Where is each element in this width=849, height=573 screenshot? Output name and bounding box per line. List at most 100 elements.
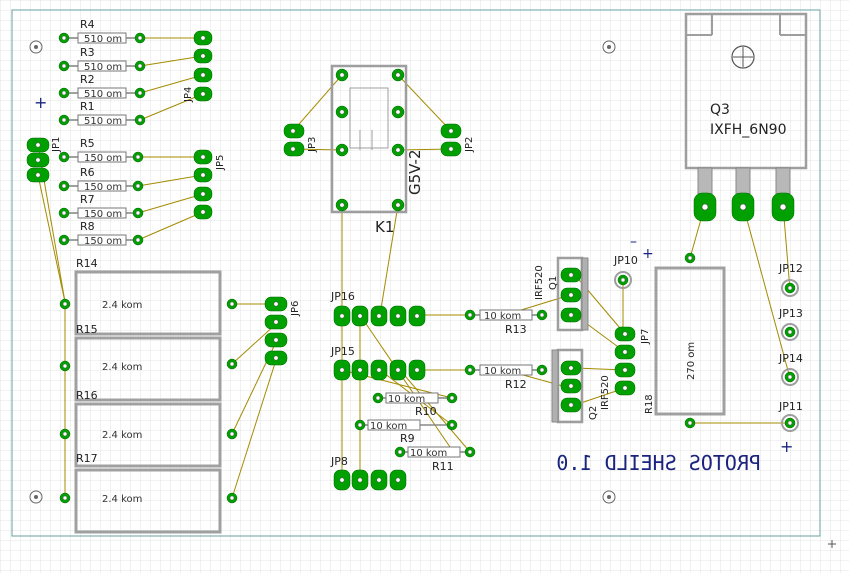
R6-label: R6 [80,166,95,179]
transistor-Q1[interactable]: Q1 IRF520 [534,256,589,332]
Q2-label: Q2 [588,406,599,420]
mounting-hole-bottom-right [602,490,616,504]
Q1-label: Q1 [548,276,559,290]
resistor-R3[interactable]: R3 510 om [58,46,146,73]
resistor-R10[interactable]: 10 kom R10 [372,392,458,418]
JP10-label: JP10 [613,254,638,267]
resistor-R11[interactable]: 10 kom R11 [394,446,476,473]
Q3-label: Q3 [710,102,730,118]
jumper-JP7[interactable]: JP7 [614,326,651,396]
mounting-hole-top-left [29,40,43,54]
Q3-mounting-hole [731,45,755,69]
transistor-Q3[interactable]: Q3 IXFH_6N90 [684,12,808,222]
Q3-type-label: IXFH_6N90 [710,122,787,138]
relay-K1[interactable]: G5V-2 K1 [330,64,424,236]
R3-value: 510 om [84,62,122,73]
R13-label: R13 [505,323,527,336]
R2-label: R2 [80,73,95,86]
JP6-label: JP6 [290,301,301,317]
jumper-JP8[interactable]: JP8 [330,455,407,491]
JP2-label: JP2 [464,137,475,153]
R18-value: 270 om [686,342,697,380]
R12-label: R12 [505,378,527,391]
R14-label: R14 [76,257,98,270]
jumper-JP3[interactable]: JP3 [283,123,318,157]
Q1-type-label: IRF520 [534,265,545,300]
R17-label: R17 [76,452,98,465]
board-outline [11,9,821,537]
R8-value: 150 om [84,236,122,247]
JP13-label: JP13 [778,307,803,320]
R5-value: 150 om [84,153,122,164]
R14-value: 2.4 kom [102,300,142,311]
resistor-R1[interactable]: R1 510 om [58,100,146,127]
R10-label: R10 [415,405,437,418]
resistor-R5[interactable]: R5 150 om [58,137,144,164]
jumper-JP14[interactable]: JP14 [778,352,803,386]
R7-label: R7 [80,193,95,206]
JP15-label: JP15 [330,345,355,358]
jumper-JP5[interactable]: JP5 [193,149,226,220]
JP11-plus-mark: + [780,437,793,456]
JP7-label: JP7 [640,329,651,345]
mounting-hole-top-right [602,40,616,54]
R11-label: R11 [432,460,454,473]
R18-label: R18 [644,394,655,414]
resistor-R9[interactable]: 10 kom R9 [354,419,458,445]
JP11-label: JP11 [778,400,803,413]
resistor-R6[interactable]: R6 150 om [58,166,144,193]
R2-value: 510 om [84,89,122,100]
JP1-plus-mark: + [34,93,47,112]
JP3-label: JP3 [307,137,318,153]
jumper-JP1[interactable]: JP1 + [26,93,62,183]
jumper-JP16[interactable]: JP16 [330,290,426,327]
resistor-R2[interactable]: R2 510 om [58,73,146,100]
board-title-group: PROTOS SHEILD 1.0 [556,451,761,475]
resistor-R18[interactable]: 270 om R18 [644,252,726,429]
K1-label: K1 [375,218,394,236]
R11-value: 10 kom [410,448,447,459]
K1-type-label: G5V-2 [406,149,424,195]
board-title: PROTOS SHEILD 1.0 [556,451,761,475]
jumper-JP6[interactable]: JP6 [264,296,301,366]
resistor-R8[interactable]: R8 150 om [58,220,144,247]
R4-value: 510 om [84,34,122,45]
jumper-JP13[interactable]: JP13 [778,307,803,341]
jumper-JP2[interactable]: JP2 [440,123,475,157]
resistor-R15[interactable]: R15 2.4 kom [59,323,238,402]
JP5-label: JP5 [215,155,226,171]
R5-label: R5 [80,137,95,150]
resistor-R7[interactable]: R7 150 om [58,193,144,220]
R6-value: 150 om [84,182,122,193]
resistor-R4[interactable]: R4 510 om [58,18,146,45]
R4-label: R4 [80,18,95,31]
resistor-R14[interactable]: R14 2.4 kom [59,257,238,336]
JP16-label: JP16 [330,290,355,303]
R9-value: 10 kom [370,421,407,432]
jumper-JP11[interactable]: JP11 + [778,400,803,456]
JP10-plus-mark: + [642,246,654,262]
jumper-JP10[interactable]: JP10 – + [613,234,654,289]
resistor-R17[interactable]: R17 2.4 kom [59,452,238,534]
resistor-R16[interactable]: R16 2.4 kom [59,389,238,468]
JP12-label: JP12 [778,262,803,275]
mounting-hole-bottom-left [29,490,43,504]
R17-value: 2.4 kom [102,494,142,505]
R8-label: R8 [80,220,95,233]
jumper-JP12[interactable]: JP12 [778,262,803,297]
R16-value: 2.4 kom [102,430,142,441]
jumper-JP15[interactable]: JP15 [330,345,426,381]
R10-value: 10 kom [388,394,425,405]
transistor-Q2[interactable]: Q2 IRF520 [551,348,611,424]
resistor-R12[interactable]: 10 kom R12 [464,364,548,391]
jumper-JP4[interactable]: JP4 [183,30,213,103]
R15-value: 2.4 kom [102,362,142,373]
R1-value: 510 om [84,116,122,127]
R9-label: R9 [400,432,415,445]
resistor-R13[interactable]: 10 kom R13 [464,309,548,336]
R16-label: R16 [76,389,98,402]
R12-value: 10 kom [484,366,521,377]
R1-label: R1 [80,100,95,113]
